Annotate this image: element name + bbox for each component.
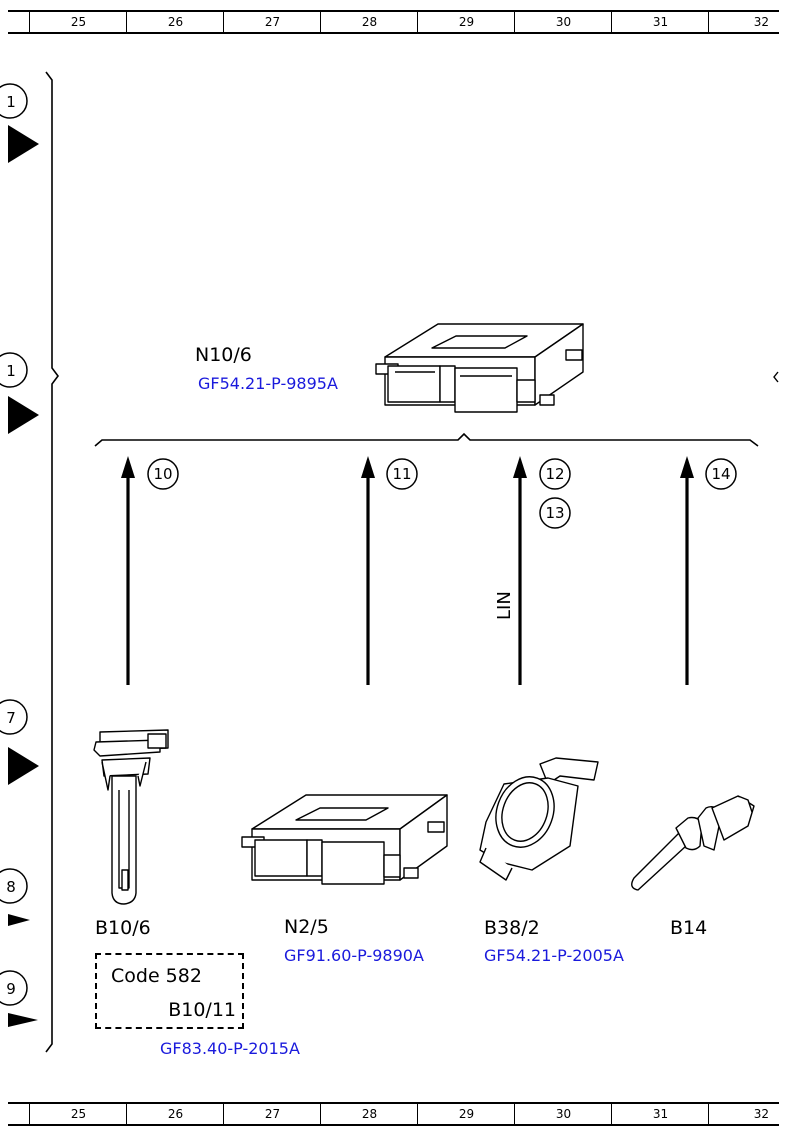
lin-bus-label: LIN: [494, 591, 515, 620]
column-ruler-bottom: 25 26 27 28 29 30 31 32: [8, 1102, 779, 1126]
ruler-cell: 26: [126, 12, 224, 32]
code-component-label: B10/11: [168, 999, 236, 1021]
page-link-arrow-icon[interactable]: [8, 396, 39, 434]
svg-text:10: 10: [153, 465, 172, 483]
control-unit-n10-6-illustration[interactable]: [375, 323, 584, 413]
signal-marker-14[interactable]: 14: [705, 458, 737, 490]
left-brace: [45, 71, 59, 1053]
ruler-cell: 26: [126, 1104, 224, 1124]
component-ref-link[interactable]: GF54.21-P-2005A: [484, 946, 624, 965]
ruler-cell: 27: [223, 1104, 321, 1124]
signal-arrow-12-13: [513, 456, 527, 685]
control-unit-id-label: N10/6: [195, 344, 252, 366]
sensor-b38-2-illustration[interactable]: [479, 757, 599, 881]
component-id-label: N2/5: [284, 916, 329, 938]
page-link-arrow-icon[interactable]: [8, 914, 30, 926]
signal-marker-13[interactable]: 13: [539, 497, 571, 529]
ruler-cell: 28: [320, 12, 418, 32]
code-option-box: Code 582 B10/11: [95, 953, 244, 1029]
component-ref-link[interactable]: GF91.60-P-9890A: [284, 946, 424, 965]
code-label: Code 582: [111, 965, 202, 987]
page-link-arrow-icon[interactable]: [8, 747, 39, 785]
column-ruler-top: 25 26 27 28 29 30 31 32: [8, 10, 779, 34]
side-marker-2[interactable]: 1: [0, 352, 28, 388]
ruler-cell: 28: [320, 1104, 418, 1124]
ruler-cell: 25: [29, 12, 127, 32]
control-unit-ref-link[interactable]: GF54.21-P-9895A: [198, 374, 338, 393]
side-marker-4[interactable]: 8: [0, 868, 28, 904]
svg-text:1: 1: [6, 93, 16, 111]
ruler-cell: 29: [417, 12, 515, 32]
right-edge-marker: [773, 371, 779, 383]
page-link-arrow-icon[interactable]: [8, 1013, 38, 1027]
side-marker-3[interactable]: 7: [0, 699, 28, 735]
svg-text:7: 7: [6, 709, 16, 727]
ruler-cell: 31: [611, 1104, 709, 1124]
signal-marker-12[interactable]: 12: [539, 458, 571, 490]
ruler-cell: 31: [611, 12, 709, 32]
ruler-cell: 30: [514, 12, 612, 32]
side-marker-5[interactable]: 9: [0, 970, 28, 1006]
ruler-cell: 25: [29, 1104, 127, 1124]
signal-marker-11[interactable]: 11: [386, 458, 418, 490]
component-id-label: B10/6: [95, 917, 151, 939]
svg-text:14: 14: [711, 465, 730, 483]
signal-arrow-11: [361, 456, 375, 685]
code-ref-link[interactable]: GF83.40-P-2015A: [160, 1039, 300, 1058]
ruler-cell: 32: [708, 1104, 779, 1124]
ruler-cell: 27: [223, 12, 321, 32]
sensor-b10-6-illustration[interactable]: [93, 729, 169, 905]
side-marker-1[interactable]: 1: [0, 83, 28, 119]
svg-text:8: 8: [6, 878, 16, 896]
ruler-cell: 29: [417, 1104, 515, 1124]
signal-arrow-14: [680, 456, 694, 685]
svg-text:13: 13: [545, 504, 564, 522]
bus-brace: [94, 432, 759, 447]
svg-text:1: 1: [6, 362, 16, 380]
control-unit-n2-5-illustration[interactable]: [241, 794, 448, 885]
ruler-cell: 30: [514, 1104, 612, 1124]
ruler-cell: 32: [708, 12, 779, 32]
page-link-arrow-icon[interactable]: [8, 125, 39, 163]
sensor-b14-illustration[interactable]: [631, 795, 755, 891]
svg-text:11: 11: [392, 465, 411, 483]
svg-text:12: 12: [545, 465, 564, 483]
signal-arrow-10: [121, 456, 135, 685]
component-id-label: B14: [670, 917, 708, 939]
svg-text:9: 9: [6, 980, 16, 998]
signal-marker-10[interactable]: 10: [147, 458, 179, 490]
component-id-label: B38/2: [484, 917, 540, 939]
